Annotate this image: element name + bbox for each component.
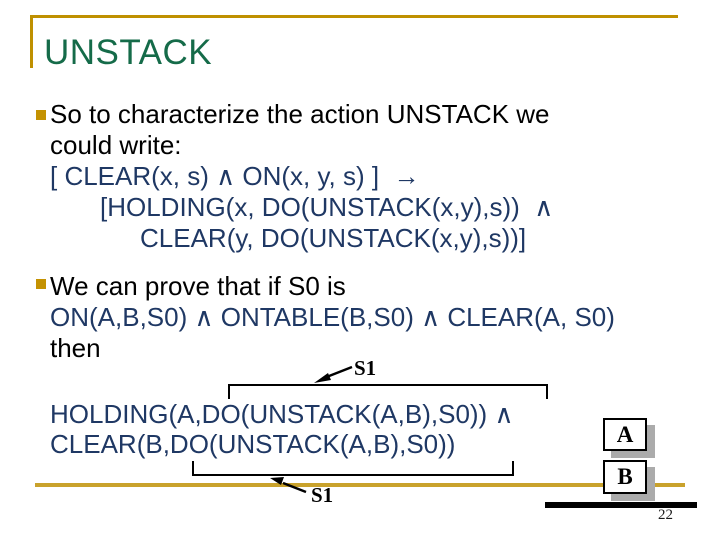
bullet1-text-block: So to characterize the action UNSTACK we…	[50, 99, 553, 254]
bullet2-text-block: We can prove that if S0 is ON(A,B,S0) ∧ …	[50, 271, 615, 364]
body-line: then	[50, 333, 101, 363]
block-a: A	[603, 418, 647, 451]
slide-title: UNSTACK	[44, 33, 213, 72]
s1-label-bottom: S1	[311, 483, 334, 507]
table-surface-line	[545, 502, 697, 508]
bullet-square-icon	[36, 279, 46, 289]
block-a-label: A	[616, 421, 634, 447]
s1-arrow-bottom	[270, 477, 307, 494]
body-line: We can prove that if S0 is	[50, 271, 346, 301]
title-accent-bar	[30, 15, 33, 68]
conclusion-text-block: HOLDING(A,DO(UNSTACK(A,B),S0)) ∧ CLEAR(B…	[50, 399, 513, 459]
block-b: B	[603, 460, 647, 494]
formula-line: CLEAR(B,DO(UNSTACK(A,B),S0))	[50, 429, 456, 459]
body-line: So to characterize the action UNSTACK we	[50, 99, 550, 129]
bullet-square-icon	[36, 110, 46, 120]
formula-line: CLEAR(y, DO(UNSTACK(x,y),s))]	[140, 223, 527, 253]
s1-bracket-bottom	[192, 461, 514, 476]
page-number: 22	[658, 507, 673, 523]
block-b-label: B	[617, 464, 633, 489]
formula-line: ON(A,B,S0) ∧ ONTABLE(B,S0) ∧ CLEAR(A, S0…	[50, 302, 615, 332]
formula-line: [HOLDING(x, DO(UNSTACK(x,y),s)) ∧	[100, 192, 554, 222]
top-gold-rule	[30, 15, 678, 18]
formula-line: [ CLEAR(x, s) ∧ ON(x, y, s) ] →	[50, 161, 420, 191]
s1-label-top: S1	[354, 356, 377, 380]
body-line: could write:	[50, 130, 182, 160]
bottom-gold-rule	[35, 483, 685, 487]
s1-arrow-top	[314, 365, 353, 383]
formula-line: HOLDING(A,DO(UNSTACK(A,B),S0)) ∧	[50, 399, 514, 429]
s1-bracket-top	[228, 384, 548, 399]
